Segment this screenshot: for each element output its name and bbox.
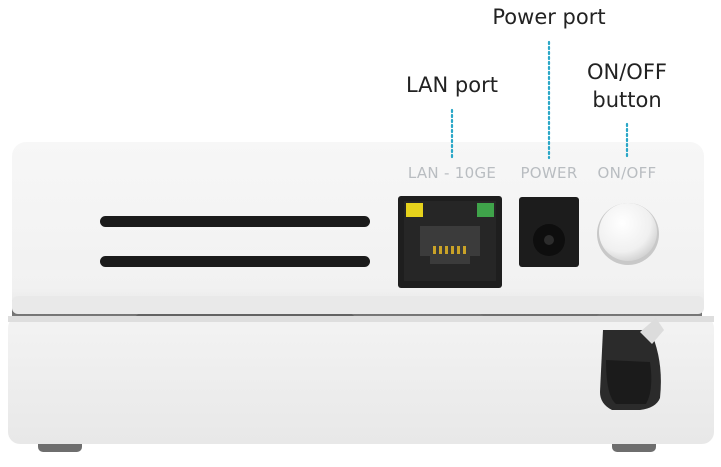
power-port bbox=[519, 197, 579, 267]
power-port-label: Power port bbox=[492, 5, 606, 29]
lan-port-label: LAN port bbox=[406, 73, 498, 97]
lan-led-green bbox=[477, 203, 494, 217]
panel-labels: LAN - 10GE POWER ON/OFF bbox=[408, 164, 657, 182]
panel-label-lan: LAN - 10GE bbox=[408, 164, 496, 182]
panel-label-onoff: ON/OFF bbox=[598, 164, 657, 182]
panel-label-power: POWER bbox=[520, 164, 577, 182]
vent-slots bbox=[100, 216, 370, 267]
onoff-button bbox=[597, 203, 659, 265]
device-base bbox=[8, 316, 714, 444]
onoff-label-line1: ON/OFF bbox=[586, 60, 667, 84]
callout-lines bbox=[450, 40, 629, 160]
lan-port bbox=[398, 196, 502, 288]
device-top-body bbox=[12, 142, 704, 314]
lan-led-yellow bbox=[406, 203, 423, 217]
onoff-label-line2: button bbox=[592, 88, 662, 112]
